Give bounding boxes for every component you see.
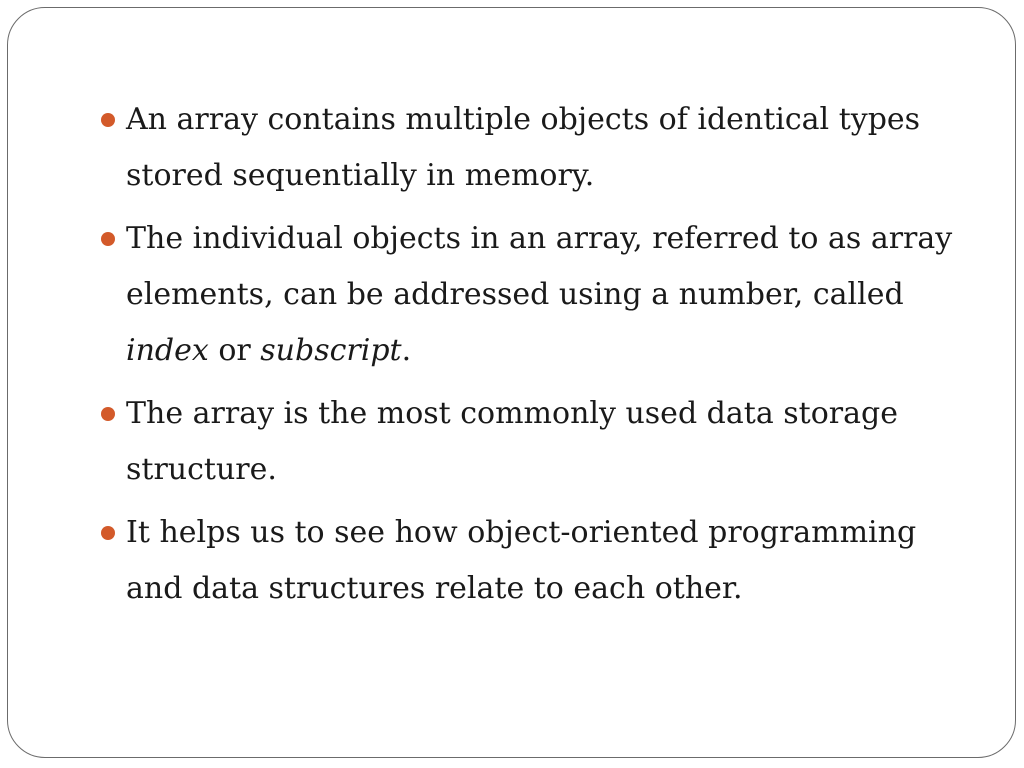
bullet-list: An array contains multiple objects of id… bbox=[101, 92, 956, 624]
bullet-item: The individual objects in an array, refe… bbox=[101, 211, 956, 379]
bullet-dot-icon bbox=[101, 407, 115, 421]
slide-frame: An array contains multiple objects of id… bbox=[7, 7, 1016, 758]
bullet-item: It helps us to see how object-oriented p… bbox=[101, 505, 956, 617]
bullet-item: The array is the most commonly used data… bbox=[101, 386, 956, 498]
bullet-text-end: . bbox=[401, 333, 412, 368]
term-index: index bbox=[126, 333, 209, 368]
bullet-text: The array is the most commonly used data… bbox=[126, 396, 898, 487]
bullet-dot-icon bbox=[101, 113, 115, 127]
bullet-text: An array contains multiple objects of id… bbox=[126, 102, 921, 193]
term-subscript: subscript bbox=[260, 333, 402, 368]
bullet-dot-icon bbox=[101, 232, 115, 246]
bullet-text-connector: or bbox=[208, 333, 261, 368]
bullet-text: The individual objects in an array, refe… bbox=[126, 221, 953, 312]
bullet-dot-icon bbox=[101, 526, 115, 540]
bullet-text: It helps us to see how object-oriented p… bbox=[126, 515, 917, 606]
bullet-item: An array contains multiple objects of id… bbox=[101, 92, 956, 204]
